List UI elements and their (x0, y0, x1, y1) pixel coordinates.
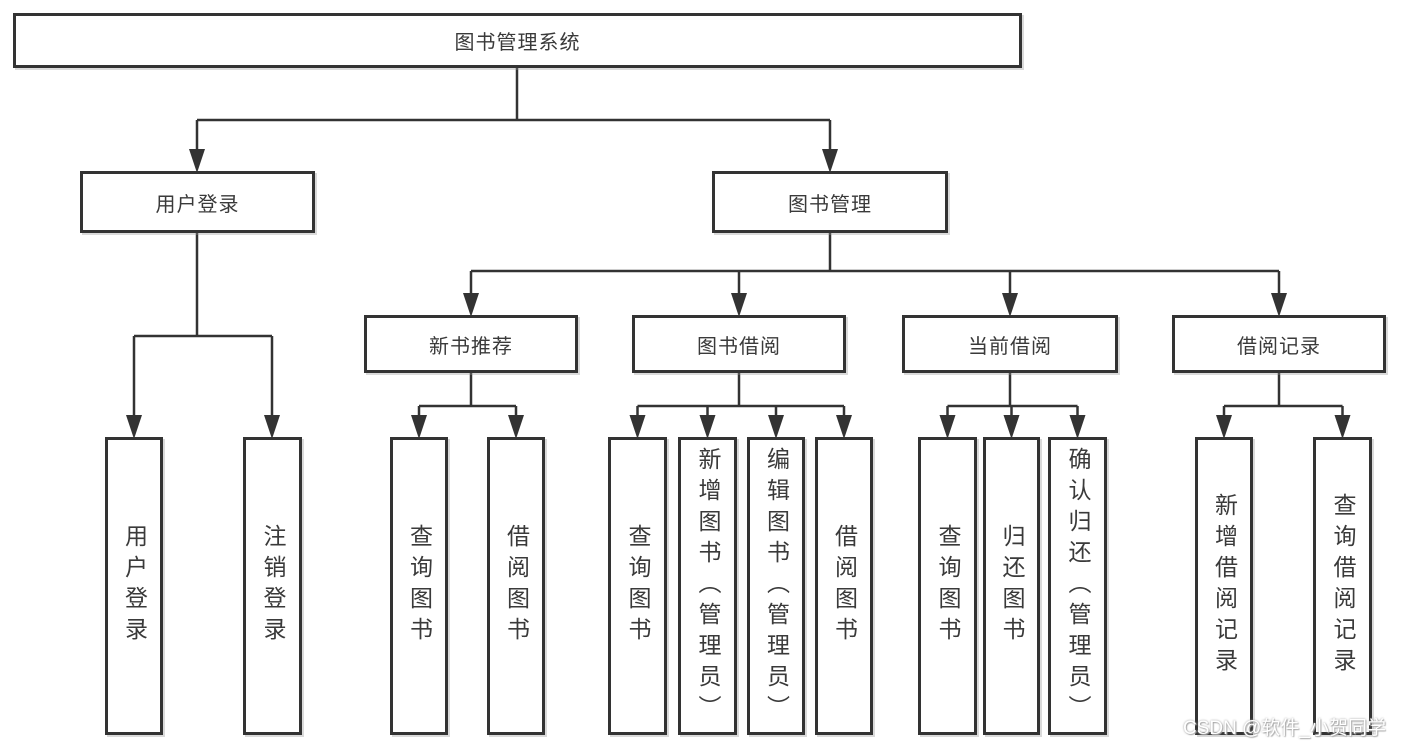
node-leaf-current-confirm-return-admin: 确认归还（管理员） (1048, 437, 1107, 735)
arrowhead-down-icons (126, 149, 1351, 439)
leaf-label: 编辑图书（管理员） (763, 446, 790, 726)
leaf-label: 查询图书 (625, 524, 651, 648)
node-leaf-records-add-borrow-record: 新增借阅记录 (1195, 437, 1253, 735)
leaf-label: 查询图书 (935, 524, 961, 648)
leaf-label: 新增借阅记录 (1211, 493, 1238, 679)
leaf-label: 注销登录 (260, 524, 286, 648)
node-leaf-borrowing-edit-books-admin: 编辑图书（管理员） (747, 437, 805, 735)
csdn-watermark: CSDN @软件_小贺同学 (1183, 718, 1386, 739)
node-book-borrowing: 图书借阅 (632, 315, 846, 373)
node-leaf-borrowing-add-books-admin: 新增图书（管理员） (678, 437, 737, 735)
node-leaf-records-query-borrow-record: 查询借阅记录 (1313, 437, 1372, 735)
node-leaf-borrowing-borrow-books: 借阅图书 (815, 437, 873, 735)
leaf-label: 查询借阅记录 (1330, 493, 1356, 679)
node-leaf-recommend-query-books: 查询图书 (390, 437, 448, 735)
node-user-login-branch: 用户登录 (80, 171, 315, 233)
leaf-label: 用户登录 (121, 524, 148, 648)
leaf-label: 借阅图书 (831, 524, 858, 648)
leaf-label: 借阅图书 (503, 524, 530, 648)
node-leaf-logout: 注销登录 (243, 437, 302, 735)
leaf-label: 新增图书（管理员） (695, 446, 721, 726)
node-new-book-recommendation: 新书推荐 (364, 315, 578, 373)
node-book-management-branch: 图书管理 (712, 171, 948, 233)
leaf-label: 确认归还（管理员） (1065, 446, 1091, 726)
node-leaf-current-query-books: 查询图书 (918, 437, 977, 735)
node-current-borrowing: 当前借阅 (902, 315, 1118, 373)
node-leaf-user-login: 用户登录 (105, 437, 163, 735)
leaf-label: 查询图书 (406, 524, 433, 648)
node-leaf-borrowing-query-books: 查询图书 (608, 437, 667, 735)
node-borrowing-records: 借阅记录 (1172, 315, 1386, 373)
tree-edges (132, 68, 1344, 421)
node-leaf-current-return-books: 归还图书 (983, 437, 1040, 735)
node-root-library-management-system: 图书管理系统 (13, 13, 1022, 68)
leaf-label: 归还图书 (999, 524, 1025, 648)
node-leaf-recommend-borrow-books: 借阅图书 (487, 437, 545, 735)
